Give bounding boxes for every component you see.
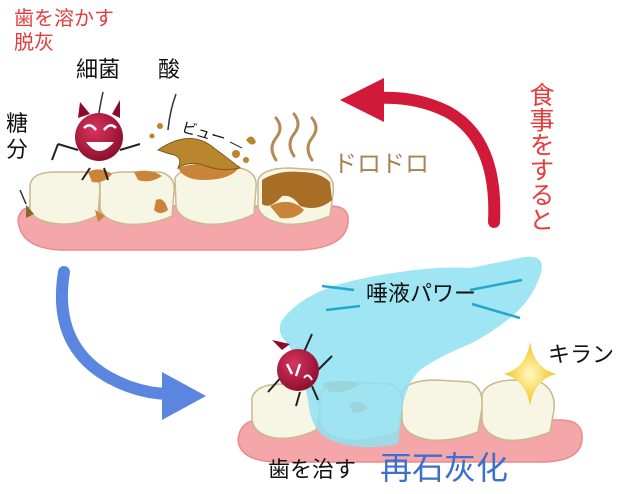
demineral-label-line2: 脱灰 — [14, 30, 54, 54]
pointer-line — [167, 93, 177, 131]
decay-stain — [26, 205, 34, 218]
stink-lines — [270, 112, 318, 162]
repair-label: 歯を治す — [268, 458, 357, 483]
bottom-tooth-3 — [401, 379, 483, 442]
sugar-label-line1: 糖 — [6, 112, 29, 137]
decay-stain — [95, 210, 105, 222]
decay-stain — [154, 199, 168, 213]
sparkle-icon — [504, 342, 556, 406]
saliva-power-label: 唾液パワー — [366, 282, 477, 307]
pointer-line — [469, 278, 523, 292]
remineralization-label: 再石灰化 — [380, 449, 509, 487]
acid-droplet — [232, 150, 240, 158]
eating-arrow — [340, 78, 501, 228]
bacteria-character-top — [51, 100, 141, 181]
dorodoro-label: ドロドロ — [333, 150, 429, 178]
acid-droplet — [243, 157, 249, 163]
acid-splash — [156, 138, 242, 171]
pointer-line — [321, 284, 355, 292]
remineral-arrow — [55, 266, 206, 420]
bacteria-label: 細菌 — [76, 58, 121, 83]
pointer-line — [229, 141, 243, 149]
acid-droplet — [149, 133, 155, 139]
demineral-label-line1: 歯を溶かす — [14, 6, 114, 30]
pointer-line — [471, 302, 521, 320]
acid-droplet — [157, 123, 163, 129]
kiran-label: キラン — [548, 343, 615, 368]
bacteria-character-bottom — [267, 333, 333, 407]
bottom-tooth-4 — [481, 379, 555, 442]
acid-droplet — [246, 136, 256, 145]
top-tooth-1 — [29, 171, 101, 225]
decay-stain — [270, 201, 304, 219]
pointer-line — [19, 189, 27, 205]
pointer-line — [325, 304, 361, 312]
acid-label: 酸 — [158, 58, 181, 83]
decay-stain — [262, 171, 332, 208]
decay-stain — [134, 170, 162, 182]
pointer-line — [98, 91, 104, 114]
sugar-label-line2: 分 — [6, 138, 29, 163]
top-teeth-group — [17, 112, 349, 251]
top-tooth-2 — [99, 171, 175, 226]
eating-label: 食事をすると — [526, 82, 555, 232]
